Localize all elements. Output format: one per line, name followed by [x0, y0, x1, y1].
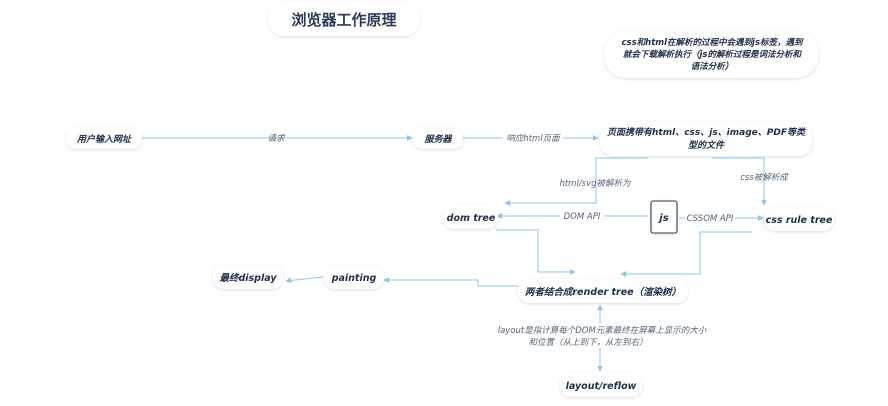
node-layout-reflow-label: layout/reflow	[566, 381, 637, 392]
node-server-label: 服务器	[423, 134, 452, 145]
node-js-label: js	[657, 213, 668, 224]
node-page-files-line1: 页面携带有html、css、js、image、PDF等类	[607, 127, 807, 138]
edge-label-html-svg: html/svg被解析为	[559, 178, 631, 189]
diagram-title: 浏览器工作原理	[268, 3, 420, 36]
node-user-input: 用户输入网址	[66, 127, 142, 149]
edge-label-response: 响应html页面	[506, 133, 561, 144]
node-display-label: 最终display	[219, 272, 277, 284]
node-css-rule-tree: css rule tree	[764, 207, 834, 231]
edge-label-layout-line1: layout是指计算每个DOM元素最终在屏幕上显示的大小	[498, 325, 707, 336]
node-user-input-label: 用户输入网址	[76, 134, 132, 145]
edge-dom-to-render	[496, 229, 576, 275]
edge-painting-to-display	[285, 276, 324, 284]
node-server: 服务器	[413, 127, 463, 149]
title-text: 浏览器工作原理	[291, 11, 396, 29]
edge-html-svg	[504, 157, 648, 206]
note-line3: 语法分析）	[691, 61, 734, 72]
edge-css-parsed	[712, 157, 767, 206]
node-dom-tree: dom tree	[443, 205, 498, 229]
node-page-files: 页面携带有html、css、js、image、PDF等类 型的文件	[600, 122, 812, 156]
edge-label-request: 请求	[267, 133, 286, 144]
node-layout-reflow: layout/reflow	[560, 373, 642, 397]
note-js-parsing: css和html在解析的过程中会遇到js标签，遇到 就会下载解析执行（js的解析…	[604, 31, 818, 78]
node-render-tree-label: 两者结合成render tree（渲染树）	[525, 286, 681, 298]
edge-label-dom-api: DOM API	[564, 212, 601, 222]
node-page-files-line2: 型的文件	[688, 140, 725, 151]
node-painting: painting	[324, 265, 384, 289]
node-css-rule-tree-label: css rule tree	[766, 215, 833, 226]
node-dom-tree-label: dom tree	[447, 213, 496, 224]
node-painting-label: painting	[331, 273, 377, 284]
edge-css-to-render	[620, 231, 752, 277]
note-line2: 就会下载解析执行（js的解析过程是词法分析和	[623, 49, 802, 60]
edge-label-cssom-api: CSSOM API	[687, 214, 734, 224]
node-js: js	[650, 200, 678, 234]
edge-labels: 请求 响应html页面 html/svg被解析为 css被解析成 DOM API…	[267, 131, 789, 348]
edge-label-css-parsed: css被解析成	[740, 172, 789, 183]
node-render-tree: 两者结合成render tree（渲染树）	[518, 279, 688, 303]
note-line1: css和html在解析的过程中会遇到js标签，遇到	[621, 37, 804, 48]
edge-label-layout-line2: 和位置（从上到下，从左到右）	[528, 337, 647, 348]
node-display: 最终display	[213, 265, 283, 289]
